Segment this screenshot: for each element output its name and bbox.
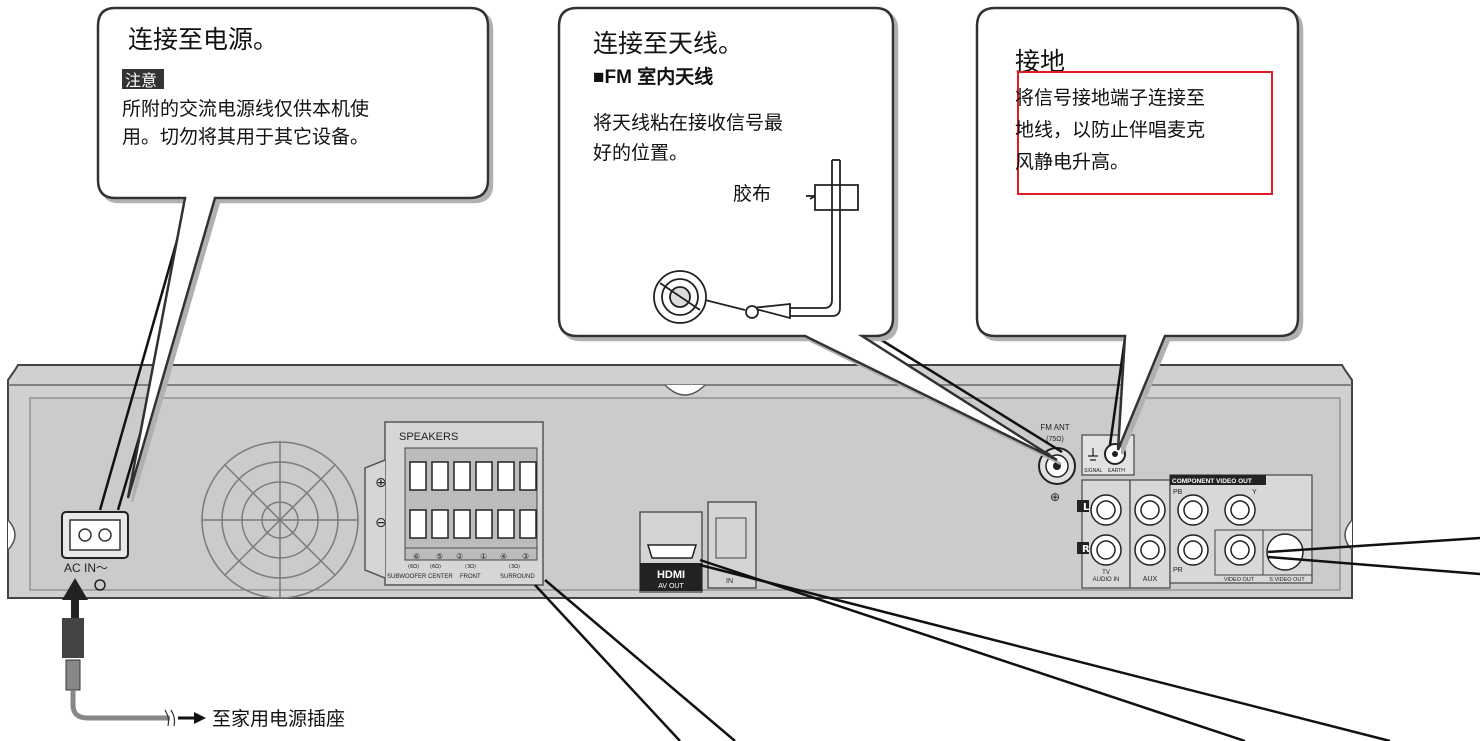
av-jacks-block[interactable]: [1077, 474, 1313, 589]
speaker-num-6: ③: [522, 552, 529, 561]
outlet-label: 至家用电源插座: [212, 708, 345, 730]
video-out-label: VIDEO OUT: [1224, 577, 1255, 583]
speaker-impedance-1: (6Ω): [408, 564, 419, 570]
fm-antenna-illustration: [653, 159, 859, 324]
signal-label: SIGNAL: [1084, 468, 1103, 474]
hdmi-logo: HDMI: [657, 569, 685, 581]
antenna-text-line2: 好的位置。: [593, 142, 688, 164]
antenna-callout-title: 连接至天线。: [593, 29, 743, 58]
tape-label: 胶布: [733, 183, 771, 205]
fm-ground-symbol: ⊕: [1050, 490, 1060, 504]
surround-label: SURROUND: [500, 574, 535, 580]
speaker-num-5: ④: [500, 552, 507, 561]
caution-text-line1: 所附的交流电源线仅供本机使: [122, 98, 369, 120]
av-out-label: AV OUT: [658, 583, 684, 590]
s-video-out-label: S VIDEO OUT: [1269, 577, 1305, 583]
speaker-impedance-2: (6Ω): [430, 564, 441, 570]
antenna-text-line1: 将天线粘在接收信号最: [593, 112, 783, 134]
caution-label: 注意: [125, 71, 157, 90]
pr-label: PR: [1173, 567, 1183, 574]
speaker-num-3: ②: [456, 552, 463, 561]
y-label: Y: [1252, 489, 1257, 496]
l-label: L: [1083, 502, 1090, 513]
highlight-box: [1017, 71, 1273, 195]
ac-inlet[interactable]: [61, 511, 129, 559]
minus-symbol: ⊖: [375, 515, 387, 531]
pb-label: PB: [1173, 489, 1183, 496]
fan-grille: [201, 441, 359, 599]
speaker-num-2: ⑤: [436, 552, 443, 561]
center-label: CENTER: [428, 574, 453, 580]
speakers-label: SPEAKERS: [399, 431, 458, 443]
speaker-num-1: ⑥: [413, 552, 420, 561]
caution-text-line2: 用。切勿将其用于其它设备。: [122, 126, 369, 148]
front-label: FRONT: [460, 574, 481, 580]
ground-text-line1: 将信号接地端子连接至: [1015, 87, 1205, 109]
double-insulation-icon: [94, 579, 106, 591]
signal-ground-terminal[interactable]: [1081, 434, 1135, 476]
speaker-terminals[interactable]: [364, 421, 544, 586]
speaker-impedance-3: (3Ω): [465, 564, 476, 570]
in-label: IN: [726, 578, 733, 585]
callout-power: 连接至电源。 注意 所附的交流电源线仅供本机使 用。切勿将其用于其它设备。: [96, 6, 490, 499]
component-video-out-label: COMPONENT VIDEO OUT: [1172, 478, 1252, 485]
tv-label: TV: [1102, 570, 1110, 576]
fm-antenna-port[interactable]: [1038, 447, 1076, 485]
ac-in-label: AC IN～: [64, 561, 108, 575]
power-cord: [62, 578, 206, 727]
aux-label: AUX: [1143, 576, 1158, 583]
fm-ant-label: FM ANT: [1040, 423, 1069, 432]
ground-text-line3: 风静电升高。: [1015, 151, 1129, 173]
callout-antenna: 连接至天线。 ■FM 室内天线 将天线粘在接收信号最 好的位置。 胶布: [557, 6, 1058, 462]
caution-badge: [122, 69, 164, 89]
power-callout-title: 连接至电源。: [128, 25, 278, 54]
plus-symbol: ⊕: [375, 475, 387, 491]
earth-label: EARTH: [1108, 468, 1125, 474]
speaker-impedance-5: (3Ω): [509, 564, 520, 570]
antenna-subtitle: ■FM 室内天线: [593, 65, 713, 88]
callout-ground: 接地 将信号接地端子连接至 地线，以防止伴唱麦克 风静电升高。: [975, 6, 1300, 451]
subwoofer-label: SUBWOOFER: [387, 574, 427, 580]
r-label: R: [1082, 544, 1090, 555]
ground-text-line2: 地线，以防止伴唱麦克: [1015, 119, 1205, 141]
speaker-num-4: ①: [480, 552, 487, 561]
audio-in-label: AUDIO IN: [1093, 577, 1120, 583]
fm-ohm-label: (75Ω): [1046, 436, 1064, 443]
